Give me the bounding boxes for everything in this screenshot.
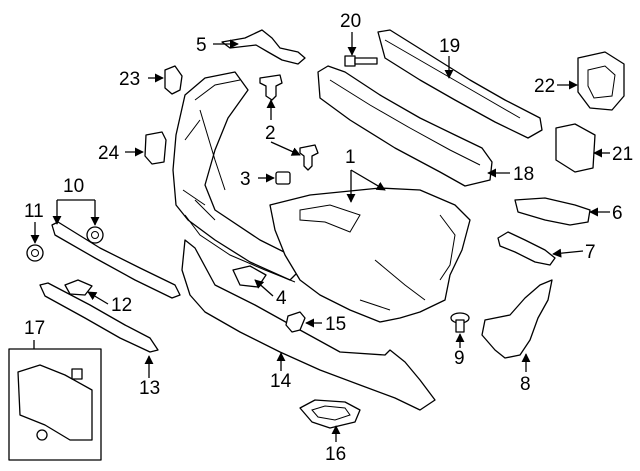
license-plate-bracket-part-17 xyxy=(8,348,102,461)
bracket-part-5 xyxy=(221,29,306,65)
callout-24: 24 xyxy=(98,143,120,164)
callout-8: 8 xyxy=(520,374,531,395)
callout-13: 13 xyxy=(139,378,160,399)
callout-6: 6 xyxy=(612,203,623,224)
callout-15: 15 xyxy=(325,314,346,335)
absorber-part-18 xyxy=(317,65,493,187)
sensor-bracket-part-22 xyxy=(577,51,625,111)
beam-part-19 xyxy=(377,29,543,139)
bolt-part-20 xyxy=(344,55,378,67)
callout-1: 1 xyxy=(345,147,356,168)
callout-3: 3 xyxy=(240,169,251,190)
clip-part-2 xyxy=(259,74,319,171)
bracket-part-8 xyxy=(481,279,553,359)
callout-19: 19 xyxy=(439,36,460,57)
garnish-strip-part-10 xyxy=(51,221,181,299)
callout-21: 21 xyxy=(612,144,633,165)
callout-2: 2 xyxy=(265,123,276,144)
part-4 xyxy=(232,265,267,288)
bracket-part-7 xyxy=(497,231,556,266)
callout-12: 12 xyxy=(111,295,132,316)
strip-part-13 xyxy=(39,282,159,353)
sensor-part-21 xyxy=(555,123,596,173)
part-3 xyxy=(275,171,291,185)
callout-7: 7 xyxy=(585,242,596,263)
screw-part-9 xyxy=(450,312,470,333)
callout-16: 16 xyxy=(325,444,346,465)
sensor-part-24 xyxy=(144,131,167,165)
spoiler-part-14 xyxy=(181,239,436,411)
callout-labels: 1 2 3 4 5 6 7 8 9 10 11 12 13 14 15 16 1… xyxy=(24,11,633,465)
part-12 xyxy=(64,279,93,296)
part-23 xyxy=(164,65,183,95)
callout-10: 10 xyxy=(63,176,84,197)
part-16 xyxy=(299,399,361,429)
bracket-part-6 xyxy=(514,197,591,226)
callout-18: 18 xyxy=(513,164,534,185)
callout-5: 5 xyxy=(196,35,207,56)
callout-17: 17 xyxy=(24,318,45,339)
callout-20: 20 xyxy=(340,11,361,32)
callout-23: 23 xyxy=(119,69,140,90)
part-15 xyxy=(285,311,306,333)
nut-part-11 xyxy=(26,244,44,262)
callout-9: 9 xyxy=(454,348,465,369)
bumper-cover xyxy=(172,71,471,323)
callout-14: 14 xyxy=(270,371,292,392)
callout-4: 4 xyxy=(276,288,287,309)
callout-11: 11 xyxy=(24,201,44,222)
leader-lines xyxy=(30,32,610,442)
callout-22: 22 xyxy=(534,76,555,97)
